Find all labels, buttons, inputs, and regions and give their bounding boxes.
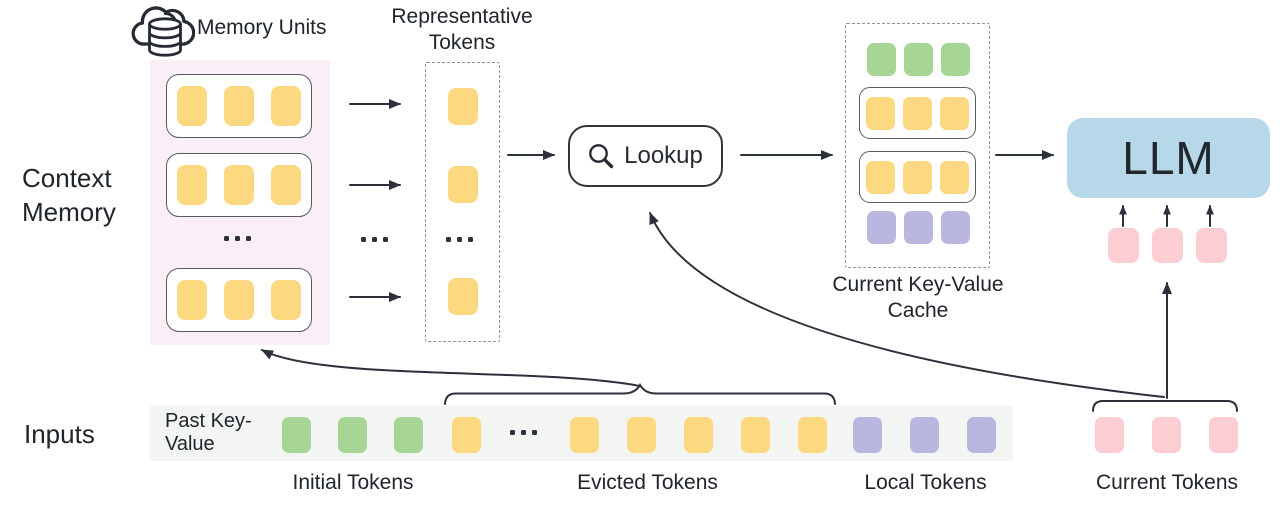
memory-unit: [166, 268, 312, 332]
cache-local-token: [941, 211, 970, 244]
llm-box: LLM: [1067, 118, 1270, 198]
memory-units-label: Memory Units: [197, 16, 327, 39]
memory-unit-token: [271, 280, 301, 320]
representative-tokens-box: [425, 62, 500, 342]
current-tokens-label: Current Tokens: [1095, 471, 1239, 494]
past-key-value-label: Past Key-Value: [165, 410, 252, 455]
inputs-label: Inputs: [24, 419, 95, 449]
representative-token: [448, 278, 478, 315]
evicted-token: [684, 417, 713, 453]
evicted-token: [570, 417, 599, 453]
initial-token: [282, 417, 311, 453]
memory-unit-token: [271, 86, 301, 126]
local-token: [910, 417, 939, 453]
llm-input-token: [1108, 228, 1139, 263]
evicted-token: [798, 417, 827, 453]
lookup-label: Lookup: [624, 142, 703, 169]
memory-unit-token: [224, 86, 254, 126]
current-token: [1152, 417, 1181, 453]
cache-initial-token: [941, 43, 970, 76]
cache-local-token: [904, 211, 933, 244]
search-icon: [589, 143, 614, 168]
lookup-node: Lookup: [568, 125, 723, 187]
memory-unit-token: [224, 280, 254, 320]
local-tokens-label: Local Tokens: [864, 471, 987, 494]
llm-input-token: [1196, 228, 1227, 263]
current-kv-cache-label: Current Key-Value Cache: [832, 273, 1004, 323]
current-token: [1209, 417, 1238, 453]
memory-unit-token: [177, 165, 207, 205]
memory-cloud-database-icon: [131, 6, 195, 57]
arrow-evicted-to-memory: [261, 349, 641, 387]
cache-retrieved-token: [903, 96, 932, 130]
evicted-token: [741, 417, 770, 453]
ellipsis-dots: [224, 236, 251, 241]
cache-initial-token: [867, 43, 896, 76]
initial-token: [394, 417, 423, 453]
initial-tokens-label: Initial Tokens: [292, 471, 414, 494]
cache-local-token: [867, 211, 896, 244]
context-memory-panel: [150, 60, 330, 345]
llm-label: LLM: [1122, 132, 1215, 184]
context-memory-label: Context Memory: [22, 163, 116, 228]
current-kv-cache-box: [845, 23, 990, 268]
cache-retrieved-token: [866, 160, 895, 194]
evicted-tokens-brace: [444, 383, 836, 405]
memory-unit-token: [224, 165, 254, 205]
ellipsis-dots: [510, 430, 537, 435]
cache-retrieved-token: [940, 96, 969, 130]
cache-memory-unit: [859, 151, 976, 203]
cache-memory-unit: [859, 87, 976, 139]
memory-unit-token: [177, 86, 207, 126]
cache-initial-token: [904, 43, 933, 76]
initial-token: [338, 417, 367, 453]
memory-unit-token: [271, 165, 301, 205]
evicted-tokens-label: Evicted Tokens: [577, 471, 718, 494]
memory-unit-token: [177, 280, 207, 320]
representative-token: [448, 166, 478, 203]
local-token: [967, 417, 996, 453]
representative-token: [448, 88, 478, 125]
cache-retrieved-token: [903, 160, 932, 194]
cache-retrieved-token: [866, 96, 895, 130]
memory-unit: [166, 153, 312, 217]
ellipsis-dots: [361, 237, 388, 242]
local-token: [853, 417, 882, 453]
memory-unit: [166, 74, 312, 138]
llm-input-token: [1152, 228, 1183, 263]
evicted-token: [627, 417, 656, 453]
ellipsis-dots: [446, 237, 473, 242]
evicted-token: [452, 417, 481, 453]
current-tokens-bracket: [1092, 400, 1238, 412]
representative-tokens-label: Representative Tokens: [391, 5, 533, 55]
cache-retrieved-token: [940, 160, 969, 194]
current-token: [1095, 417, 1124, 453]
